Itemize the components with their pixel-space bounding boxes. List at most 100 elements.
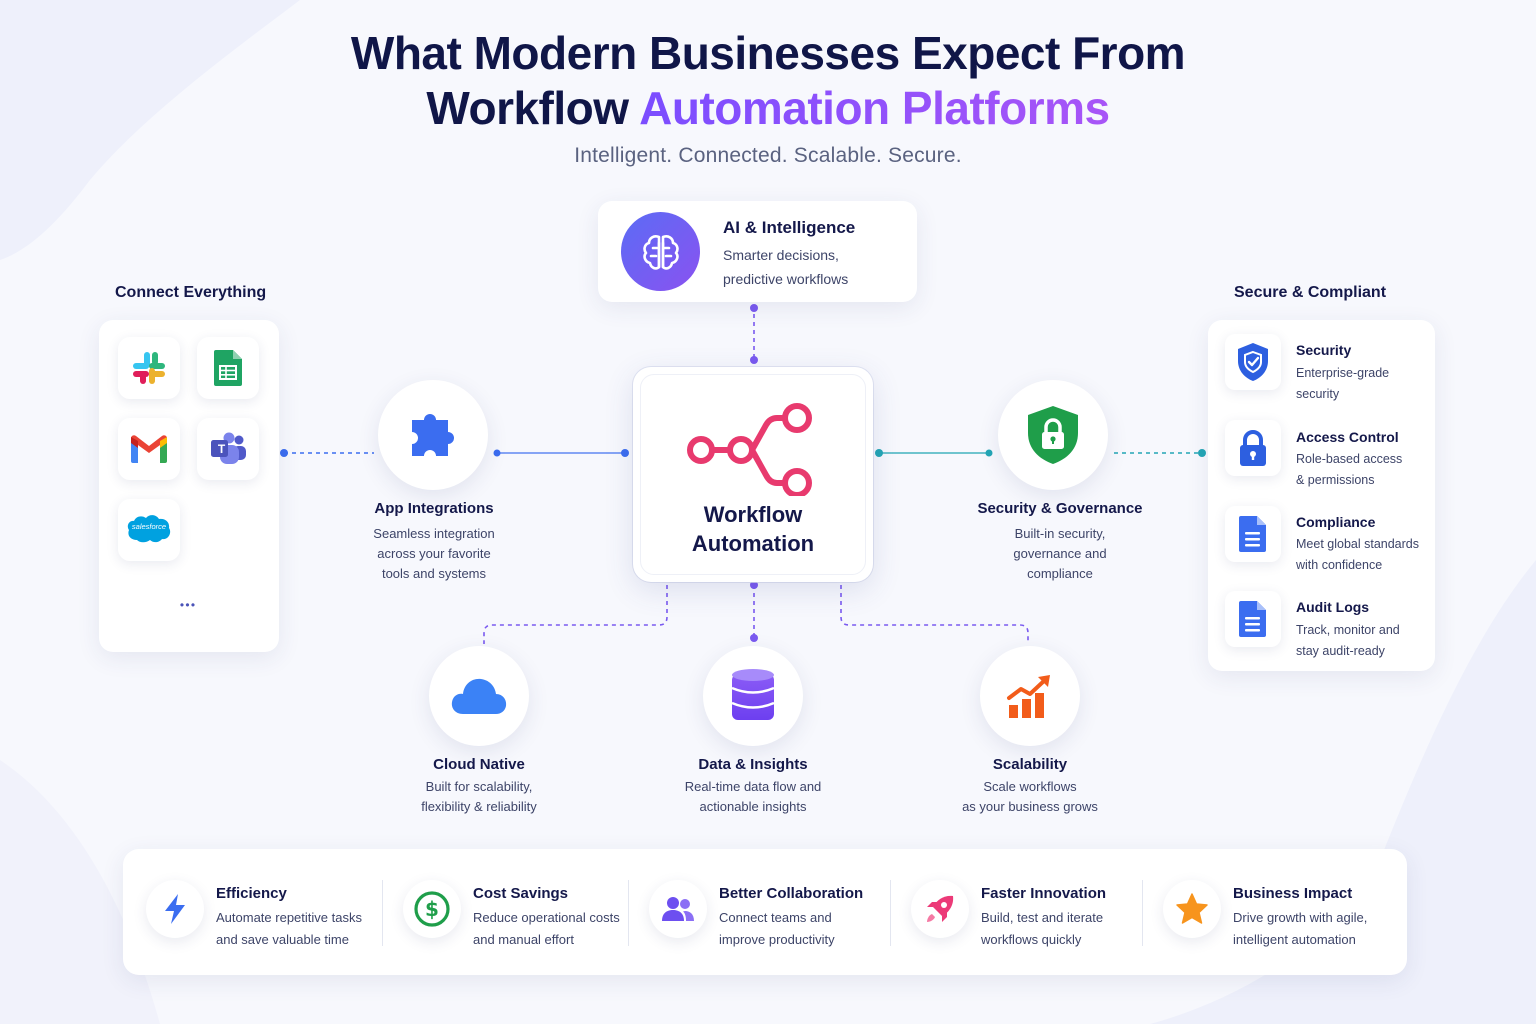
workflow-automation-label: Workflow Automation	[633, 500, 873, 558]
hub-label-line-2: Automation	[691, 531, 815, 556]
scalability-desc-line: Scale workflows	[983, 779, 1077, 794]
app-integrations-desc-line: tools and systems	[381, 566, 487, 581]
ai-intelligence-card: AI & Intelligence Smarter decisions, pre…	[598, 201, 917, 302]
benefit-desc-line: Connect teams and	[719, 910, 832, 925]
security-item-desc-line: Enterprise-grade	[1296, 366, 1390, 380]
database-icon	[731, 669, 775, 720]
security-governance-desc-line: Built-in security,	[1014, 526, 1106, 541]
benefit-divider	[890, 880, 891, 946]
gmail-icon[interactable]	[118, 418, 180, 480]
title-line-1: What Modern Businesses Expect From	[350, 27, 1186, 79]
security-item-desc: Enterprise-grade security	[1296, 363, 1436, 404]
title-line-2-plain: Workflow	[426, 82, 640, 134]
cloud-native-circle	[429, 646, 529, 746]
access-control-item-title: Access Control	[1296, 429, 1399, 445]
benefit-desc-line: Automate repetitive tasks	[216, 910, 362, 925]
hub-inner-border	[640, 374, 866, 575]
audit-logs-item-desc-line: stay audit-ready	[1296, 643, 1385, 658]
secure-compliant-title: Secure & Compliant	[1234, 284, 1387, 301]
benefit-desc-line: intelligent automation	[1233, 931, 1356, 947]
compliance-item-desc-line: Meet global standards	[1296, 537, 1419, 551]
benefit-desc: Automate repetitive tasks and save valua…	[216, 907, 362, 950]
app-integrations-desc-line: across your favorite	[377, 546, 491, 561]
scalability-circle	[980, 646, 1080, 746]
title-line-2: Workflow Automation Platforms	[0, 81, 1536, 136]
benefit-desc-line: workflows quickly	[981, 931, 1082, 947]
users-icon	[649, 880, 707, 938]
access-control-item: Access Control Role-based access & permi…	[1225, 420, 1425, 490]
scalability-desc: Scale workflows as your business grows	[920, 777, 1140, 817]
benefit-desc: Drive growth with agile, intelligent aut…	[1233, 907, 1367, 950]
shield-check-icon	[1225, 334, 1281, 390]
salesforce-wordmark: salesforce	[131, 522, 167, 531]
benefit-divider	[628, 880, 629, 946]
benefit-title: Faster Innovation	[981, 885, 1107, 902]
app-integrations-circle	[378, 380, 488, 490]
document-icon	[1225, 506, 1281, 562]
audit-logs-item-desc-line: Track, monitor and	[1296, 623, 1400, 637]
benefit-desc-line: and save valuable time	[216, 931, 349, 947]
slack-icon[interactable]	[118, 337, 180, 399]
star-icon	[1163, 880, 1221, 938]
cloud-native-desc-line: flexibility & reliability	[421, 799, 537, 814]
cloud-native-desc: Built for scalability, flexibility & rel…	[379, 777, 579, 817]
app-integrations-desc: Seamless integration across your favorit…	[334, 524, 534, 584]
benefit-title: Business Impact	[1233, 885, 1353, 902]
scalability-title: Scalability	[992, 756, 1068, 773]
workflow-automation-hub: Workflow Automation	[633, 367, 873, 582]
ai-desc-line-1: Smarter decisions,	[723, 247, 839, 263]
audit-logs-item-desc: Track, monitor and stay audit-ready	[1296, 620, 1436, 661]
teams-letter: T	[217, 442, 226, 456]
app-integrations-desc-line: Seamless integration	[373, 526, 495, 541]
svg-text:$: $	[425, 897, 439, 921]
benefit-desc: Reduce operational costs and manual effo…	[473, 907, 620, 950]
benefit-desc-line: Reduce operational costs	[473, 910, 620, 925]
data-insights-desc-line: Real-time data flow and	[684, 779, 822, 794]
benefit-desc: Connect teams and improve productivity	[719, 907, 835, 950]
data-insights-desc-line: actionable insights	[699, 799, 807, 814]
security-governance-desc: Built-in security, governance and compli…	[950, 524, 1170, 584]
compliance-item-title: Compliance	[1296, 514, 1376, 530]
title-line-2-accent: Automation Platforms	[639, 82, 1110, 134]
security-item-title: Security	[1296, 342, 1352, 358]
compliance-item: Compliance Meet global standards with co…	[1225, 506, 1425, 576]
benefit-desc-line: Drive growth with agile,	[1233, 910, 1368, 925]
compliance-item-desc: Meet global standards with confidence	[1296, 534, 1436, 575]
access-control-item-desc: Role-based access & permissions	[1296, 449, 1436, 490]
security-governance-desc-line: governance and	[1013, 546, 1107, 561]
access-control-item-desc-line: & permissions	[1296, 472, 1375, 487]
more-apps-icon[interactable]: • • •	[179, 598, 195, 612]
security-item-desc-line: security	[1296, 386, 1340, 401]
benefit-title: Better Collaboration	[719, 885, 864, 902]
ai-desc-line-2: predictive workflows	[723, 271, 849, 287]
salesforce-icon[interactable]: salesforce	[118, 499, 180, 561]
brain-icon	[621, 212, 700, 291]
benefit-divider	[1142, 880, 1143, 946]
security-governance-desc-line: compliance	[1027, 566, 1093, 581]
benefit-title: Efficiency	[216, 885, 287, 902]
benefit-desc-line: improve productivity	[719, 931, 835, 947]
workflow-icon	[687, 403, 812, 496]
padlock-icon	[1225, 420, 1281, 476]
security-item: Security Enterprise-grade security	[1225, 334, 1425, 404]
ai-title: AI & Intelligence	[723, 218, 856, 237]
cloud-native-title: Cloud Native	[433, 756, 525, 773]
audit-logs-item-title: Audit Logs	[1296, 599, 1370, 615]
app-integrations-title: App Integrations	[374, 500, 494, 517]
benefit-desc-line: and manual effort	[473, 931, 574, 947]
lightning-icon	[146, 880, 204, 938]
dollar-icon: $	[403, 880, 461, 938]
teams-icon[interactable]: T	[197, 418, 259, 480]
hub-label-line-1: Workflow	[703, 502, 803, 527]
document-icon	[1225, 591, 1281, 647]
data-insights-circle	[703, 646, 803, 746]
page-title: What Modern Businesses Expect From Workf…	[0, 26, 1536, 136]
data-insights-title: Data & Insights	[698, 756, 808, 773]
rocket-icon	[911, 880, 969, 938]
cloud-icon	[451, 678, 507, 714]
connect-everything-title: Connect Everything	[115, 284, 267, 301]
compliance-item-desc-line: with confidence	[1296, 557, 1383, 572]
page-subtitle: Intelligent. Connected. Scalable. Secure…	[574, 144, 962, 167]
google-sheets-icon[interactable]	[197, 337, 259, 399]
